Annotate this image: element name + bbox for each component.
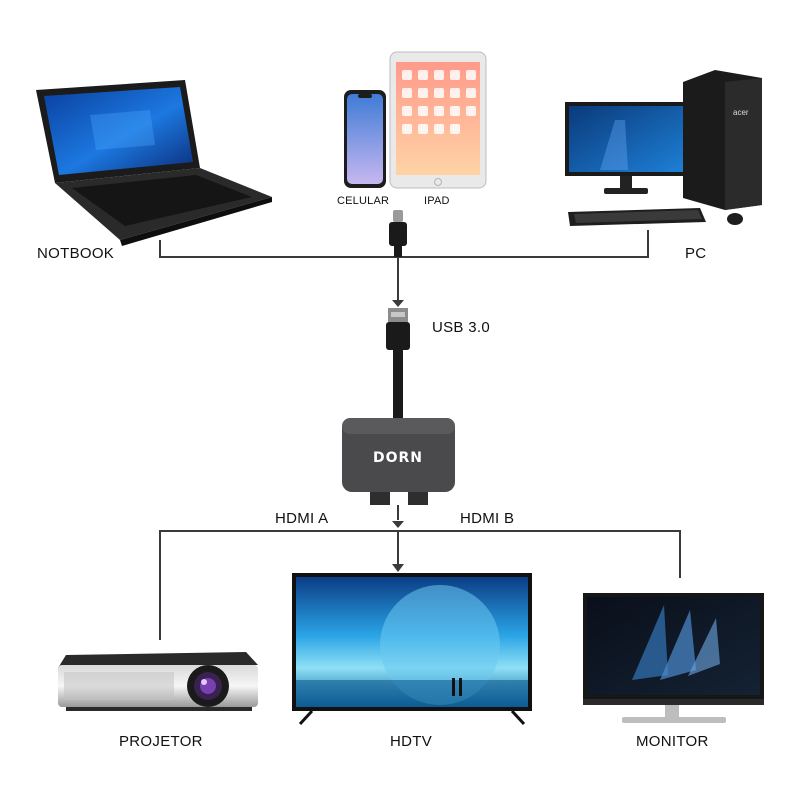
hdmi-b-label: HDMI B [460, 510, 515, 527]
usb-a-plug [386, 308, 410, 418]
phone-device [344, 90, 386, 188]
adapter-brand-label: DORN [373, 450, 423, 466]
dorn-adapter: DORN [342, 418, 455, 505]
ipad-label: IPAD [424, 195, 450, 207]
usb-arrow [392, 300, 404, 307]
pc-brand-label: acer [733, 108, 749, 117]
hdtv-arrow [392, 564, 404, 572]
notebook-to-pc-line [159, 230, 649, 258]
monitor-device [583, 593, 764, 723]
hdmi-arrow [392, 521, 404, 528]
ipad-device [389, 51, 487, 189]
hdtv-device [292, 573, 532, 726]
hdmi-a-label: HDMI A [275, 510, 329, 527]
celular-label: CELULAR [337, 195, 390, 207]
projector-device [58, 652, 258, 711]
hdmi-branch-line [159, 530, 681, 640]
pc-label: PC [685, 245, 707, 262]
connection-lines [159, 230, 681, 640]
hdtv-label: HDTV [390, 733, 433, 750]
notebook-laptop [36, 80, 272, 246]
pc-computer: acer [565, 70, 762, 226]
notebook-label: NOTBOOK [37, 245, 115, 262]
usb-label: USB 3.0 [432, 319, 490, 336]
usb-c-plug [389, 210, 407, 257]
monitor-label: MONITOR [636, 733, 709, 750]
projetor-label: PROJETOR [119, 733, 203, 750]
